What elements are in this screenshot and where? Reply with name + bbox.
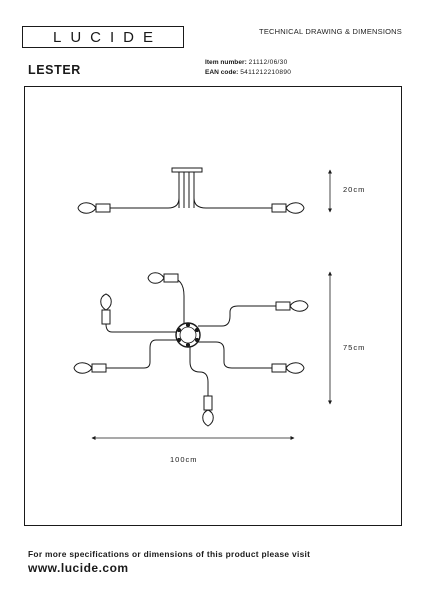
ean-row: EAN code: 5411212210890 [205,68,291,78]
footer-link[interactable]: www.lucide.com [28,561,129,575]
bulb-icon [147,272,165,284]
hub-dot [194,327,200,333]
hub-dot [185,342,191,348]
arm [189,347,209,396]
socket [101,309,111,325]
side-view [77,167,305,214]
product-name: LESTER [28,63,81,77]
socket [91,363,107,373]
width-label: 100cm [170,455,198,464]
item-number-value: 21112/06/30 [248,59,288,66]
depth-label: 75cm [343,343,365,352]
arm [169,277,185,324]
socket [271,363,287,373]
bulb-icon [285,202,305,214]
arm [198,341,272,369]
bulb-icon [202,409,214,427]
hub-dot [194,337,200,343]
bulb-icon [285,362,305,374]
hub-dot [176,327,182,333]
hub-inner [179,326,197,344]
socket [163,273,179,283]
footer-text: For more specifications or dimensions of… [28,549,311,559]
arm [105,323,176,333]
brand-logo: LUCIDE [22,26,184,48]
socket [203,395,213,411]
height-label: 20cm [343,185,365,194]
socket [275,301,291,311]
bulb-icon [289,300,309,312]
top-view [73,272,309,427]
bulb-icon [100,293,112,311]
canopy-plate [171,167,203,173]
ean-label: EAN code: [205,69,239,76]
arm [198,305,276,327]
item-number-label: Item number: [205,59,247,66]
socket [95,203,111,213]
hub-dot [185,322,191,328]
document-type: TECHNICAL DRAWING & DIMENSIONS [259,27,402,36]
drawing-frame [24,86,402,526]
arm [106,339,178,369]
arm-left [110,197,180,209]
socket [271,203,287,213]
item-number-row: Item number: 21112/06/30 [205,58,291,68]
bulb-icon [77,202,97,214]
ean-value: 5411212210890 [240,69,292,76]
bulb-icon [73,362,93,374]
arm-right [193,197,272,209]
product-meta: Item number: 21112/06/30 EAN code: 54112… [205,58,291,78]
